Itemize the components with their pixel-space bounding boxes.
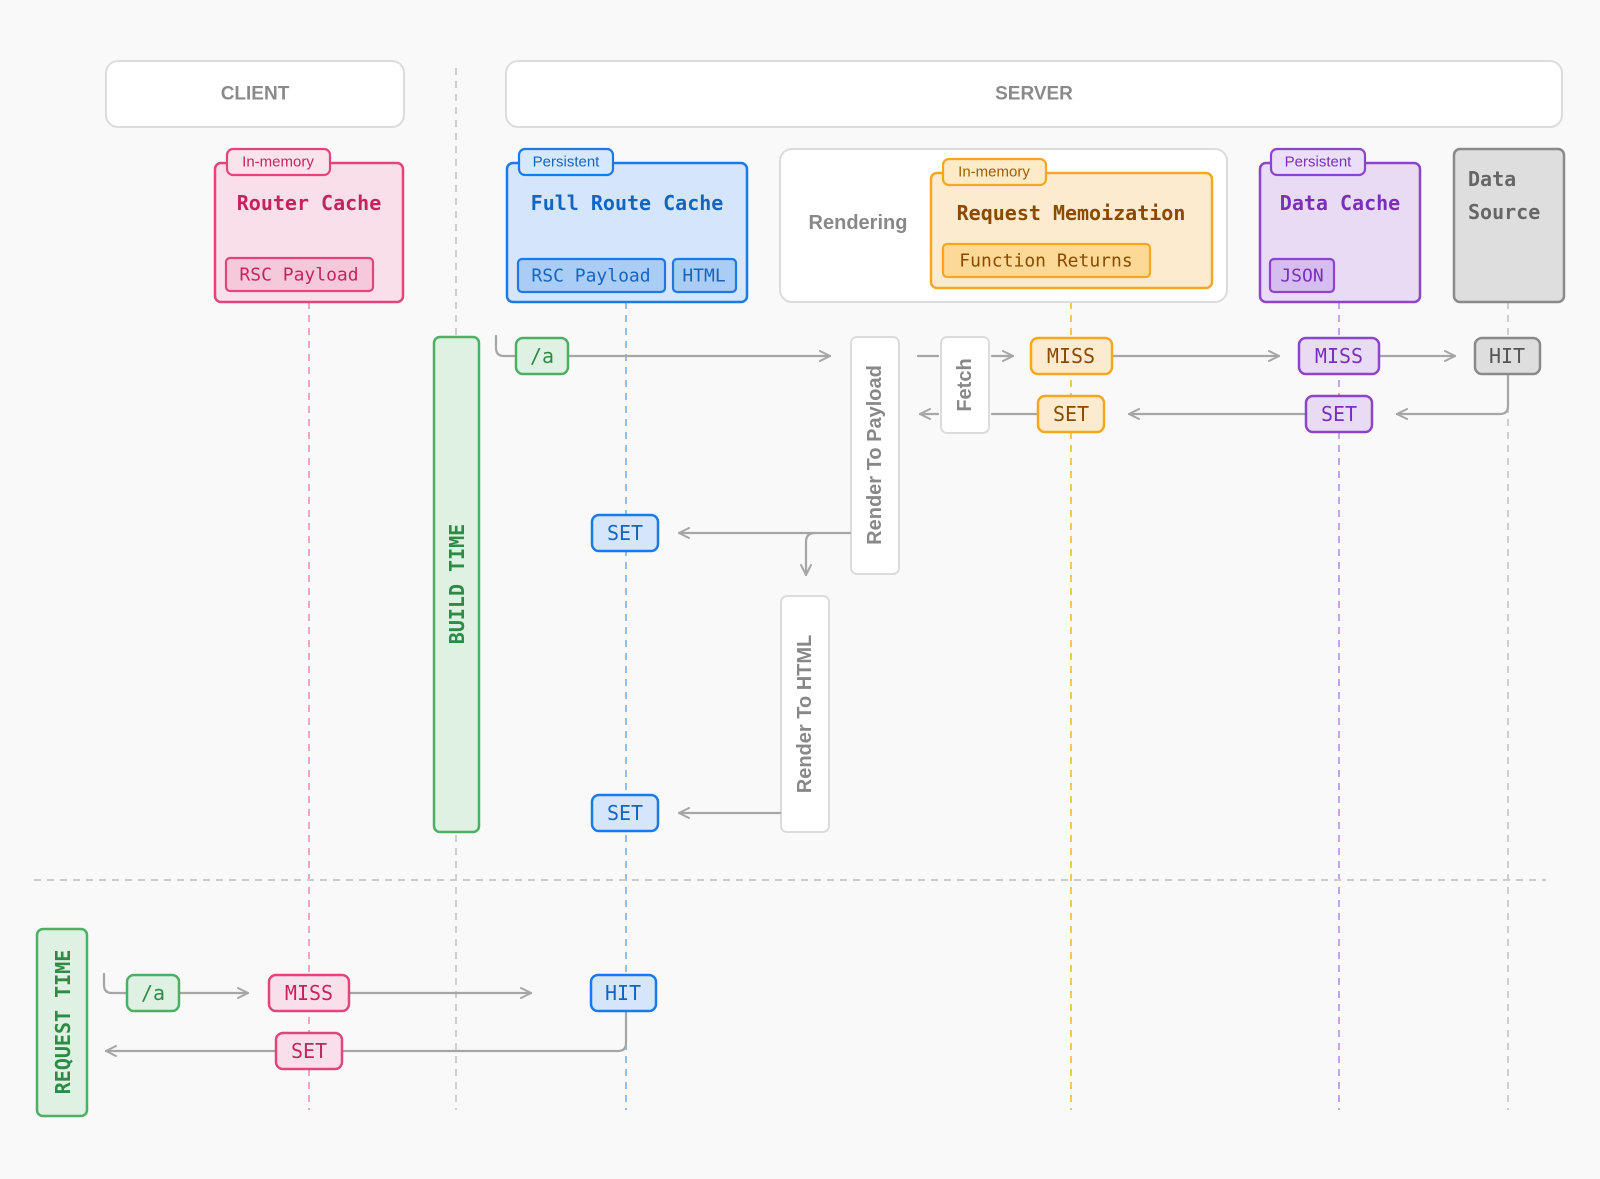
- memo-set-pill: SET: [1036, 394, 1106, 434]
- router-cache-badge: In-memory: [242, 154, 314, 171]
- full-route-set-payload-label: SET: [607, 521, 643, 545]
- router-set-pill: SET: [274, 1031, 344, 1071]
- data-source-hit-label: HIT: [1489, 344, 1525, 368]
- full-route-set-html-label: SET: [607, 801, 643, 825]
- full-route-cache-item-rsc-payload: RSC Payload: [531, 266, 650, 287]
- full-route-cache-title: Full Route Cache: [531, 191, 724, 215]
- data-cache-set-pill: SET: [1304, 394, 1374, 434]
- full-route-set-payload-pill: SET: [590, 513, 660, 553]
- full-route-hit-pill: HIT: [589, 973, 658, 1013]
- request-route-label: /a: [141, 981, 165, 1005]
- data-cache-item-json: JSON: [1280, 266, 1323, 287]
- arrow-build-start-hook: [494, 334, 518, 358]
- data-source-title-line2: Source: [1468, 200, 1540, 224]
- data-source-hit-pill: HIT: [1473, 336, 1542, 376]
- router-miss-pill: MISS: [267, 973, 351, 1013]
- request-memoization-item-function-returns: Function Returns: [959, 251, 1132, 272]
- request-time-label: REQUEST TIME: [51, 950, 75, 1095]
- arrow-render-to-html-down: [800, 531, 817, 577]
- full-route-hit-label: HIT: [605, 981, 641, 1005]
- client-header: CLIENT: [105, 60, 405, 128]
- data-cache-set-label: SET: [1321, 402, 1357, 426]
- request-memoization-title: Request Memoization: [957, 201, 1186, 225]
- data-cache-miss-label: MISS: [1315, 344, 1363, 368]
- server-label: SERVER: [995, 84, 1073, 105]
- arrow-full-route-hit-return: [341, 1010, 628, 1053]
- build-route-label: /a: [530, 344, 554, 368]
- full-route-cache-item-html: HTML: [682, 266, 726, 287]
- full-route-cache-badge: Persistent: [533, 154, 601, 171]
- client-label: CLIENT: [221, 84, 290, 105]
- router-cache-item-rsc-payload: RSC Payload: [239, 265, 358, 286]
- render-to-payload-box: Render To Payload: [850, 336, 900, 575]
- build-time-label: BUILD TIME: [445, 524, 469, 644]
- fetch-box: Fetch: [940, 336, 990, 434]
- data-cache-box: Persistent Data Cache JSON: [1258, 147, 1422, 304]
- memo-miss-label: MISS: [1047, 344, 1095, 368]
- build-time-bar: BUILD TIME: [432, 335, 481, 834]
- data-source-title-line1: Data: [1468, 167, 1516, 191]
- render-to-html-box: Render To HTML: [780, 595, 830, 833]
- render-to-payload-label: Render To Payload: [864, 365, 886, 545]
- data-source-box: Data Source: [1452, 147, 1566, 304]
- server-header: SERVER: [505, 60, 1563, 128]
- data-cache-miss-pill: MISS: [1297, 336, 1381, 376]
- router-cache-box: In-memory Router Cache RSC Payload: [213, 147, 405, 304]
- request-memoization-badge: In-memory: [958, 164, 1030, 181]
- request-route-pill: /a: [125, 973, 181, 1013]
- router-cache-title: Router Cache: [237, 191, 382, 215]
- build-route-pill: /a: [514, 336, 570, 376]
- arrows: [102, 334, 1510, 1057]
- data-cache-badge: Persistent: [1285, 154, 1353, 171]
- arrow-request-start-hook: [102, 972, 128, 995]
- fetch-label: Fetch: [954, 358, 976, 411]
- memo-miss-pill: MISS: [1029, 336, 1114, 376]
- memo-set-label: SET: [1053, 402, 1089, 426]
- rendering-label: Rendering: [809, 212, 908, 234]
- request-memoization-box: In-memory Request Memoization Function R…: [929, 157, 1214, 290]
- arrow-source-hit-return: [1395, 372, 1510, 420]
- request-time-bar: REQUEST TIME: [35, 927, 89, 1118]
- full-route-set-html-pill: SET: [590, 793, 660, 833]
- router-set-label: SET: [291, 1039, 327, 1063]
- full-route-cache-box: Persistent Full Route Cache RSC Payload …: [505, 147, 749, 304]
- router-miss-label: MISS: [285, 981, 333, 1005]
- render-to-html-label: Render To HTML: [794, 635, 816, 794]
- data-cache-title: Data Cache: [1280, 191, 1400, 215]
